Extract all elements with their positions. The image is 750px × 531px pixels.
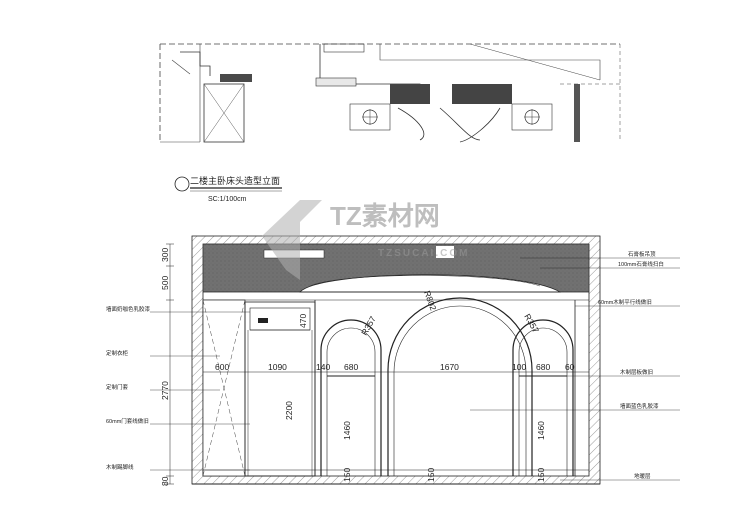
label-gypsum-line: 100mm石膏线扫白 xyxy=(618,260,664,268)
watermark-logo-text: TZ素材网 xyxy=(330,201,440,231)
label-wood-shelf: 木制层板做旧 xyxy=(620,368,653,376)
watermark-logo-icon xyxy=(262,200,322,280)
watermark: TZ素材网 TZSUCAI.COM xyxy=(262,200,469,280)
left-annotations: 墙面奶咖色乳胶漆 定制衣柜 定制门套 60mm门套线做旧 木制踢脚线 xyxy=(106,305,250,471)
plan-title: 二楼主卧床头造型立面 xyxy=(190,175,280,186)
plan-scale: SC:1/100cm xyxy=(208,196,247,203)
center-arch xyxy=(387,297,533,476)
dim-h-600: 600 xyxy=(215,362,229,372)
dim-cabinet-470: 470 xyxy=(298,314,308,328)
dim-h-100: 100 xyxy=(512,362,526,372)
dim-center-base-150: 150 xyxy=(426,468,436,482)
wardrobe xyxy=(202,299,246,477)
title-marker-icon xyxy=(174,176,190,192)
label-floor-heating: 地暖层 xyxy=(634,472,651,480)
plan-title-block: 二楼主卧床头造型立面 SC:1/100cm xyxy=(174,175,282,203)
plan-nightstand-left xyxy=(390,84,430,104)
label-latte-paint: 墙面奶咖色乳胶漆 xyxy=(106,305,151,313)
label-custom-wardrobe: 定制衣柜 xyxy=(106,349,129,357)
label-skirting: 木制踢脚线 xyxy=(106,463,134,471)
dim-h-140: 140 xyxy=(316,362,330,372)
left-arch-niche xyxy=(320,319,382,476)
dim-h-1090: 1090 xyxy=(268,362,287,372)
watermark-url: TZSUCAI.COM xyxy=(378,248,469,259)
right-annotations: 石膏板吊顶 100mm石膏线扫白 60mm木制平行线做旧 木制层板做旧 墙面蓝色… xyxy=(470,250,680,481)
label-door-trim: 60mm门套线做旧 xyxy=(106,417,149,425)
right-arch-niche xyxy=(512,319,574,476)
dim-v-2770: 2770 xyxy=(160,381,170,400)
label-blue-paint: 墙面蓝色乳胶漆 xyxy=(620,402,659,410)
dim-h-1670: 1670 xyxy=(440,362,459,372)
plan-view xyxy=(159,43,621,143)
plan-bed-curves xyxy=(397,107,501,143)
dim-v-80: 80 xyxy=(160,476,170,486)
dim-left-niche-1460: 1460 xyxy=(342,421,352,440)
label-wood-parallel: 60mm木制平行线做旧 xyxy=(598,298,652,306)
dim-right-niche-1460: 1460 xyxy=(536,421,546,440)
label-custom-door-frame: 定制门套 xyxy=(106,383,129,391)
dim-door-2200: 2200 xyxy=(284,401,294,420)
dim-right-base-150: 150 xyxy=(536,468,546,482)
plan-nightstand-right xyxy=(452,84,512,104)
dim-left-base-150: 150 xyxy=(342,468,352,482)
dim-v-300: 300 xyxy=(160,248,170,262)
dim-v-500: 500 xyxy=(160,276,170,290)
dim-h-680-right: 680 xyxy=(536,362,550,372)
label-gypsum-ceiling: 石膏板吊顶 xyxy=(628,250,656,258)
dim-h-680-left: 680 xyxy=(344,362,358,372)
plan-wardrobe xyxy=(203,83,245,143)
dim-h-60: 60 xyxy=(565,362,575,372)
elevation: 300 500 2770 80 600 1090 140 680 1670 10… xyxy=(106,235,680,486)
ceiling-cove xyxy=(299,274,562,293)
plan-ledge xyxy=(220,74,252,82)
